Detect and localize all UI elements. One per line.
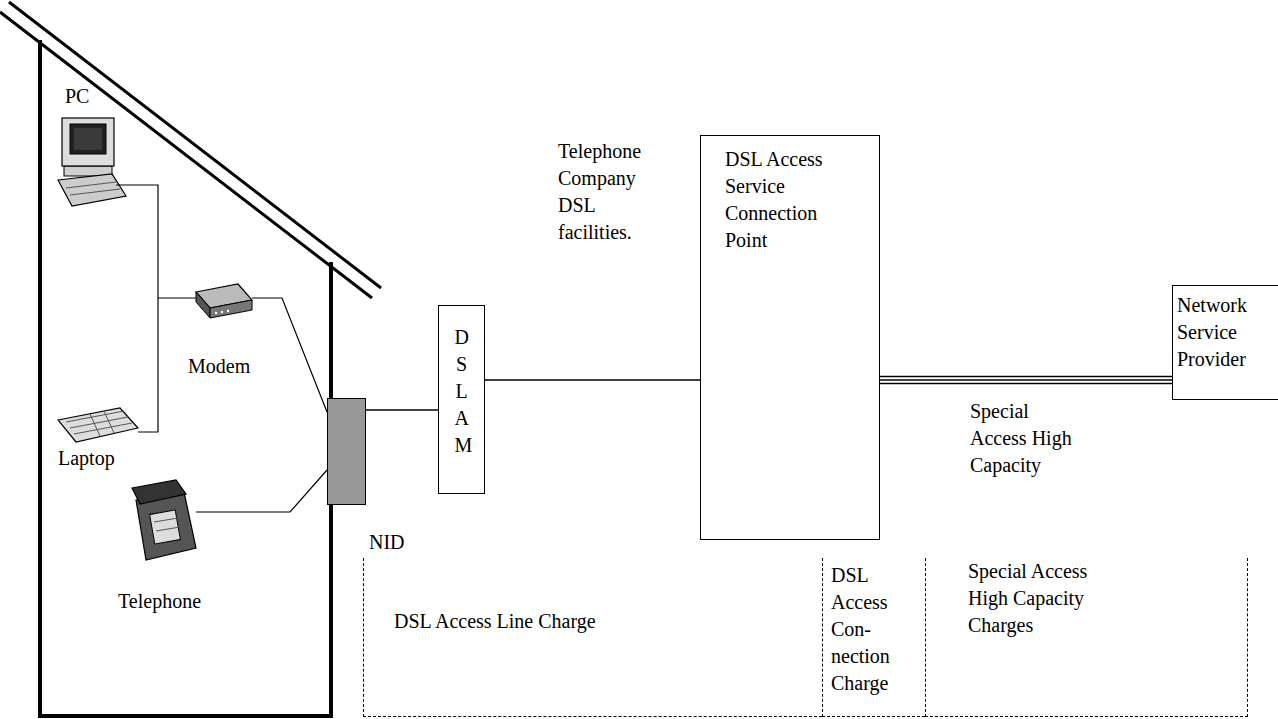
device-label: Laptop [58, 445, 115, 472]
provider-box: Network Service Provider [1172, 285, 1278, 400]
node-text: DSL Access Service Connection Point [725, 146, 837, 254]
node-text: DSL Access Con- nection Charge [831, 562, 901, 697]
node-label: NID [367, 529, 407, 556]
pc-icon [58, 118, 126, 206]
house-wall [38, 40, 42, 717]
nid-box: NID [327, 398, 366, 505]
device-label: PC [65, 83, 89, 110]
connector-line [485, 379, 700, 381]
device-label: Telephone [118, 588, 201, 615]
roof-line [9, 2, 381, 288]
connector [485, 380, 700, 381]
house-wiring [116, 185, 327, 512]
node-text: Special Access High Capacity Charges [968, 558, 1118, 639]
node-text: D S L A M [455, 324, 469, 459]
connector-line [880, 383, 1172, 385]
dslam-box: D S L A M [438, 305, 485, 494]
connector-line [366, 409, 438, 411]
telephone-icon [132, 480, 196, 560]
charge-cell: DSL Access Con- nection Charge [822, 558, 925, 717]
node-text: DSL Access Line Charge [394, 608, 814, 635]
house-floor [38, 714, 333, 718]
connector [366, 410, 438, 411]
connector-label: Special Access High Capacity [968, 398, 1084, 479]
high-capacity-link [880, 377, 1172, 384]
node-text: Network Service Provider [1177, 292, 1273, 373]
modem-icon [196, 284, 252, 318]
charge-cell: DSL Access Line Charge [363, 558, 822, 717]
connector-line [880, 376, 1172, 378]
device-label: Modem [188, 353, 250, 380]
facility-label: Telephone Company DSL facilities. [558, 138, 653, 246]
connection-point-box: DSL Access Service Connection Point [700, 135, 880, 540]
laptop-icon [58, 408, 138, 442]
connector-line [880, 379, 1172, 381]
charge-cell: Special Access High Capacity Charges [925, 558, 1248, 717]
roof-line [0, 12, 372, 298]
